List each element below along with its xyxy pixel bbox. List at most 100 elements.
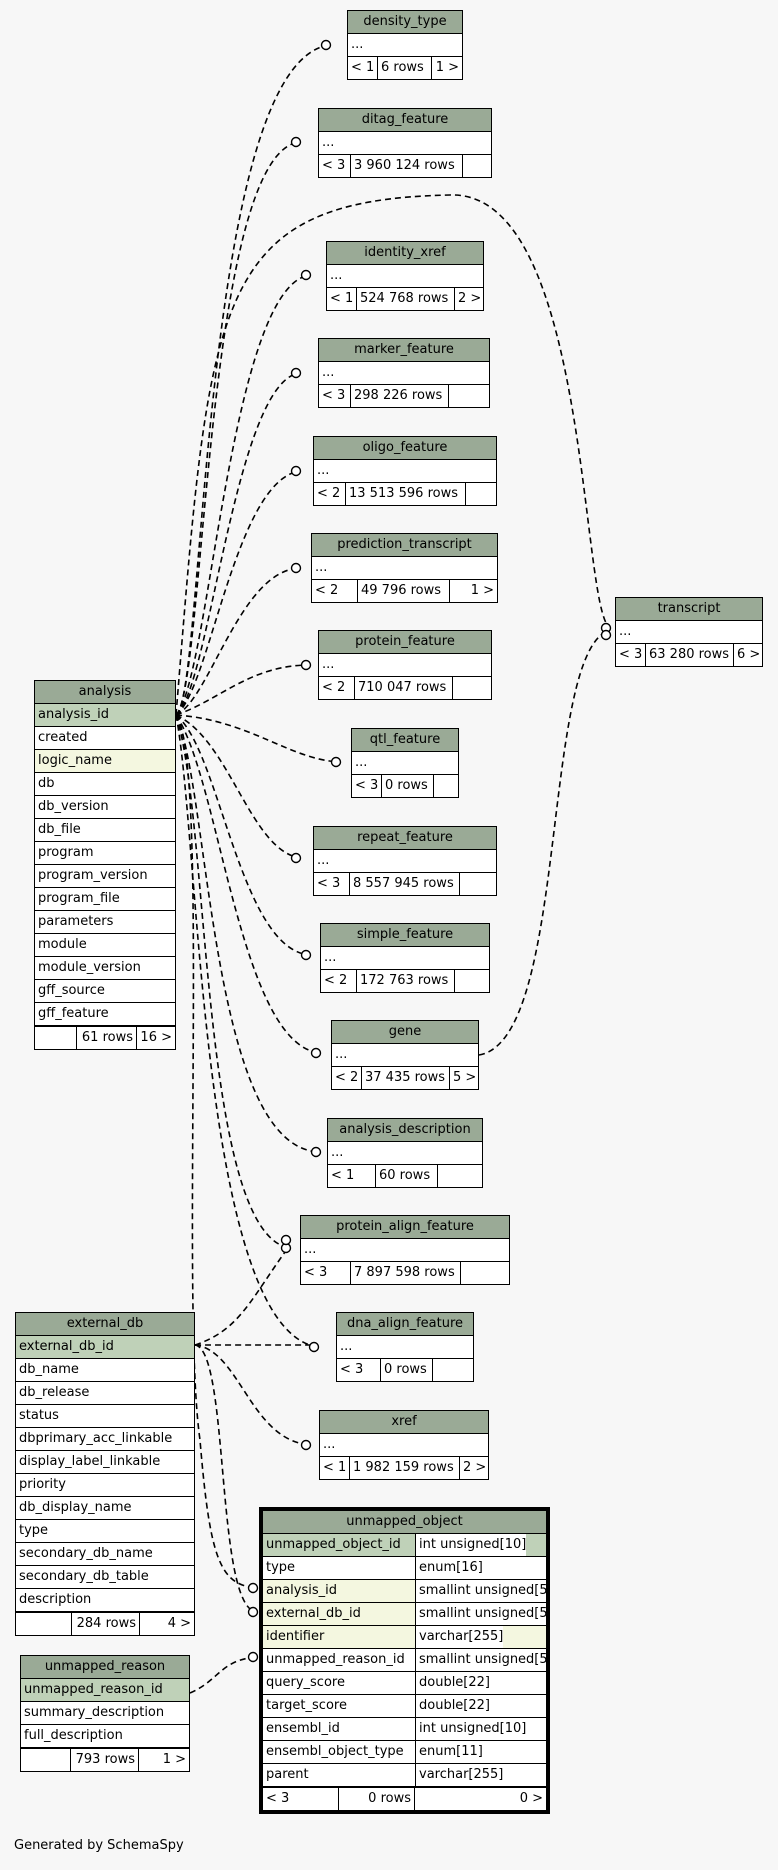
table-analysis[interactable]: analysis analysis_id created logic_name … [34,680,176,1050]
table-unmapped-reason[interactable]: unmapped_reason unmapped_reason_id summa… [20,1655,190,1772]
parents-count[interactable]: < 2 [332,1067,362,1089]
column-name: identifier [266,1629,325,1644]
parents-count[interactable]: < 3 [319,155,351,177]
children-count[interactable]: 1 > [470,583,494,598]
row-count: 0 rows [382,775,434,797]
children-count[interactable]: 16 > [140,1030,172,1045]
relationship-line [194,1244,291,1346]
relationship-line [194,1344,311,1446]
table-identity-xref[interactable]: identity_xref ... < 1 524 768 rows 2 > [326,241,484,311]
table-column: ... [337,1336,473,1359]
children-count[interactable]: 4 > [167,1616,191,1631]
row-count: 0 rows [339,1788,415,1810]
row-count: 298 226 rows [351,385,449,407]
relationship-end-marker [310,1146,322,1158]
children-count[interactable] [433,1359,473,1381]
table-protein-align-feature[interactable]: protein_align_feature ... < 3 7 897 598 … [300,1215,510,1285]
parents-count[interactable]: < 2 [319,677,355,699]
parents-count[interactable]: < 3 [319,385,351,407]
relationship-end-marker [280,1234,292,1246]
table-ditag-feature[interactable]: ditag_feature ... < 3 3 960 124 rows [318,108,492,178]
table-title: simple_feature [321,924,489,947]
children-count[interactable] [460,873,496,895]
table-title: oligo_feature [314,437,496,460]
parents-count[interactable]: < 3 [314,873,350,895]
parents-count[interactable] [35,1027,77,1049]
parents-count[interactable]: < 1 [328,1165,376,1187]
children-count[interactable]: 6 > [737,647,761,662]
parents-count[interactable]: < 3 [616,644,646,666]
table-oligo-feature[interactable]: oligo_feature ... < 2 13 513 596 rows [313,436,497,506]
column-dbprimary-acc-linkable: dbprimary_acc_linkable [16,1428,194,1451]
column-secondary-db-table: secondary_db_table [16,1566,194,1589]
table-title: ditag_feature [319,109,491,132]
children-count[interactable]: 0 > [519,1791,543,1806]
relationship-end-marker [290,136,302,148]
table-repeat-feature[interactable]: repeat_feature ... < 3 8 557 945 rows [313,826,497,896]
parents-count[interactable]: < 2 [312,580,358,602]
column-full-description: full_description [21,1725,189,1748]
table-footer: < 3 63 280 rows 6 > [616,644,762,666]
table-simple-feature[interactable]: simple_feature ... < 2 172 763 rows [320,923,490,993]
table-external-db[interactable]: external_db external_db_id db_name db_re… [15,1312,195,1636]
table-xref[interactable]: xref ... < 1 1 982 159 rows 2 > [319,1410,489,1480]
column-db-release: db_release [16,1382,194,1405]
table-gene[interactable]: gene ... < 2 37 435 rows 5 > [331,1020,479,1090]
parents-count[interactable]: < 3 [337,1359,381,1381]
children-count[interactable] [461,1262,509,1284]
column-type: enum[16] [415,1557,483,1579]
parents-count[interactable]: < 3 [301,1262,351,1284]
parents-count[interactable] [21,1749,71,1771]
children-count[interactable] [453,677,491,699]
table-marker-feature[interactable]: marker_feature ... < 3 298 226 rows [318,338,490,408]
table-prediction-transcript[interactable]: prediction_transcript ... < 2 49 796 row… [311,533,498,603]
table-qtl-feature[interactable]: qtl_feature ... < 3 0 rows [351,728,459,798]
table-protein-feature[interactable]: protein_feature ... < 2 710 047 rows [318,630,492,700]
column-unmapped-reason-id: unmapped_reason_id [21,1679,189,1702]
table-analysis-description[interactable]: analysis_description ... < 1 60 rows [327,1118,483,1188]
children-count[interactable]: 1 > [435,60,459,75]
parents-count[interactable]: < 2 [314,483,346,505]
table-footer: < 3 0 rows [352,775,458,797]
column-name: unmapped_reason_id [266,1652,405,1667]
children-count[interactable] [449,385,489,407]
column-status: status [16,1405,194,1428]
table-title: transcript [616,598,762,621]
relationship-end-marker [308,1341,320,1353]
children-count[interactable] [434,775,458,797]
children-count[interactable]: 1 > [162,1752,186,1767]
row-count: 60 rows [376,1165,438,1187]
table-column: ... [328,1142,482,1165]
row-count: 3 960 124 rows [351,155,463,177]
parents-count[interactable]: < 3 [352,775,382,797]
row-count: 284 rows [72,1613,140,1635]
parents-count[interactable] [16,1613,72,1635]
children-count[interactable] [463,155,491,177]
relationship-end-marker [300,659,312,671]
table-title: marker_feature [319,339,489,362]
parents-count[interactable]: < 1 [348,57,378,79]
parents-count[interactable]: < 1 [320,1457,350,1479]
table-footer: < 1 524 768 rows 2 > [327,288,483,310]
table-column: ... [327,265,483,288]
children-count[interactable]: 5 > [453,1070,477,1085]
table-title: analysis [35,681,175,704]
table-column: ... [321,947,489,970]
children-count[interactable] [466,483,496,505]
children-count[interactable] [438,1165,482,1187]
parents-count[interactable]: < 3 [263,1788,339,1810]
parents-count[interactable]: < 1 [327,288,357,310]
table-transcript[interactable]: transcript ... < 3 63 280 rows 6 > [615,597,763,667]
table-dna-align-feature[interactable]: dna_align_feature ... < 3 0 rows [336,1312,474,1382]
table-density-type[interactable]: density_type ... < 1 6 rows 1 > [347,10,463,80]
children-count[interactable]: 2 > [463,1460,487,1475]
table-column: ... [319,362,489,385]
column-analysis-id: analysis_id [35,704,175,727]
children-count[interactable]: 2 > [458,291,482,306]
children-count[interactable] [455,970,489,992]
column-name: parent [266,1767,309,1782]
parents-count[interactable]: < 2 [321,970,357,992]
